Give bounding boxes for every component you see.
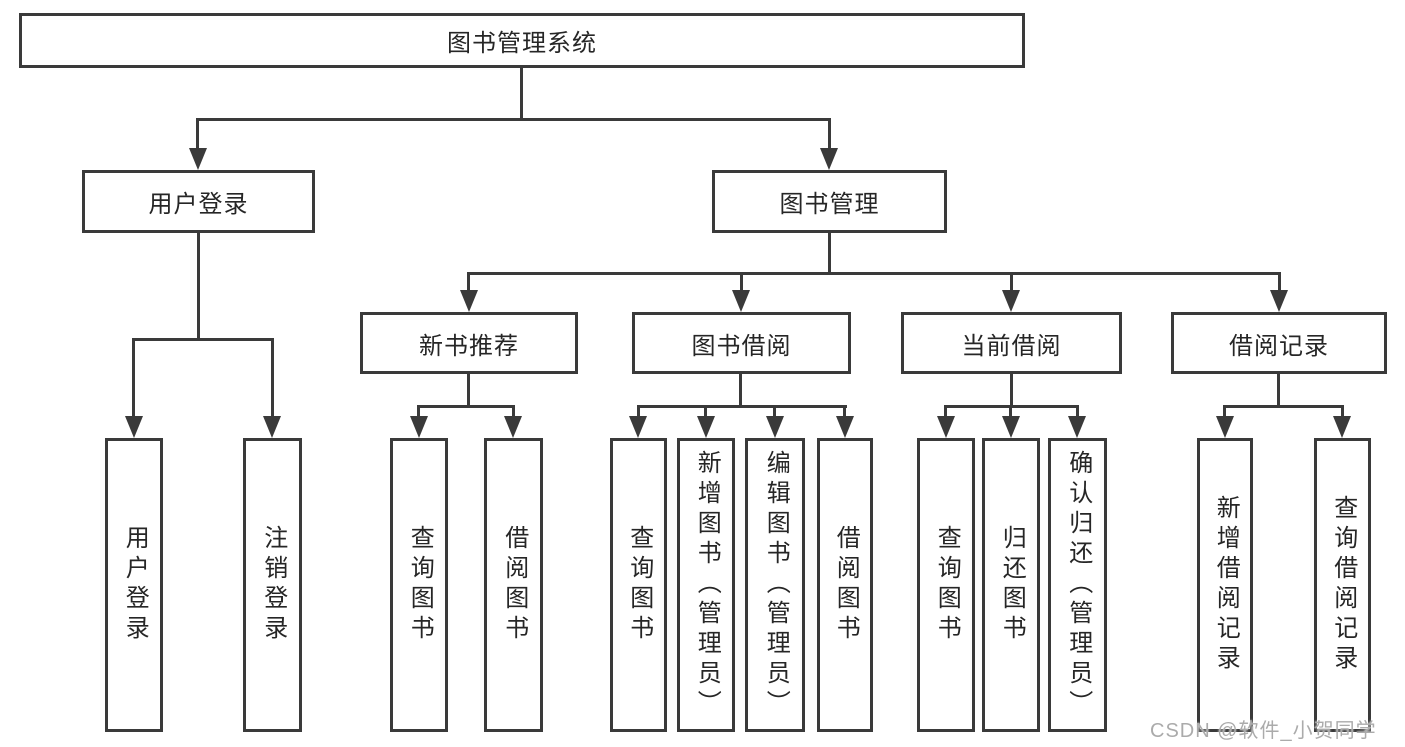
node-book-management: 图书管理 bbox=[712, 170, 947, 233]
connector-vline bbox=[417, 405, 420, 419]
node-leaf-br-add-record-label: 新增借阅记录 bbox=[1212, 495, 1240, 675]
node-leaf-br-query-record-label: 查询借阅记录 bbox=[1329, 495, 1357, 675]
connector-hline bbox=[417, 405, 515, 408]
node-root: 图书管理系统 bbox=[19, 13, 1025, 68]
connector-vline bbox=[1223, 405, 1226, 419]
connector-hline bbox=[637, 405, 847, 408]
node-current-borrow: 当前借阅 bbox=[901, 312, 1122, 374]
arrow-down-icon bbox=[263, 416, 281, 438]
arrow-down-icon bbox=[766, 416, 784, 438]
connector-vline bbox=[828, 118, 831, 151]
connector-vline bbox=[739, 374, 742, 408]
connector-vline bbox=[132, 338, 135, 418]
arrow-down-icon bbox=[937, 416, 955, 438]
connector-hline bbox=[132, 338, 274, 341]
node-leaf-br-add-record: 新增借阅记录 bbox=[1197, 438, 1253, 732]
arrow-down-icon bbox=[1002, 416, 1020, 438]
arrow-down-icon bbox=[410, 416, 428, 438]
connector-vline bbox=[1009, 405, 1012, 419]
node-user-login-group: 用户登录 bbox=[82, 170, 315, 233]
node-leaf-nb-borrow-book: 借阅图书 bbox=[484, 438, 543, 732]
node-leaf-nb-query-book: 查询图书 bbox=[390, 438, 448, 732]
connector-vline bbox=[944, 405, 947, 419]
connector-vline bbox=[1277, 374, 1280, 408]
arrow-down-icon bbox=[504, 416, 522, 438]
connector-vline bbox=[773, 405, 776, 419]
arrow-down-icon bbox=[1270, 290, 1288, 312]
node-book-borrow: 图书借阅 bbox=[632, 312, 851, 374]
arrow-down-icon bbox=[125, 416, 143, 438]
node-leaf-bb-borrow-book: 借阅图书 bbox=[817, 438, 873, 732]
connector-vline bbox=[467, 272, 470, 292]
connector-vline bbox=[1278, 272, 1281, 292]
node-leaf-bb-borrow-book-label: 借阅图书 bbox=[832, 525, 860, 645]
node-leaf-bb-edit-book: 编辑图书（管理员） bbox=[745, 438, 805, 732]
arrow-down-icon bbox=[732, 290, 750, 312]
arrow-down-icon bbox=[820, 148, 838, 170]
node-leaf-logout: 注销登录 bbox=[243, 438, 302, 732]
connector-vline bbox=[467, 374, 470, 408]
node-leaf-cb-confirm-return-label: 确认归还（管理员） bbox=[1064, 450, 1092, 720]
connector-vline bbox=[1341, 405, 1344, 419]
connector-vline bbox=[637, 405, 640, 419]
connector-vline bbox=[512, 405, 515, 419]
connector-hline bbox=[1223, 405, 1344, 408]
connector-vline bbox=[828, 233, 831, 275]
node-leaf-bb-query-book: 查询图书 bbox=[610, 438, 667, 732]
node-leaf-logout-label: 注销登录 bbox=[259, 525, 287, 645]
arrow-down-icon bbox=[1068, 416, 1086, 438]
arrow-down-icon bbox=[1216, 416, 1234, 438]
connector-vline bbox=[740, 272, 743, 292]
connector-vline bbox=[704, 405, 707, 419]
arrow-down-icon bbox=[1333, 416, 1351, 438]
arrow-down-icon bbox=[629, 416, 647, 438]
arrow-down-icon bbox=[189, 148, 207, 170]
arrow-down-icon bbox=[697, 416, 715, 438]
arrow-down-icon bbox=[460, 290, 478, 312]
node-leaf-bb-query-book-label: 查询图书 bbox=[625, 525, 653, 645]
node-leaf-br-query-record: 查询借阅记录 bbox=[1314, 438, 1371, 732]
node-leaf-bb-add-book-label: 新增图书（管理员） bbox=[693, 450, 721, 720]
connector-vline bbox=[520, 68, 523, 118]
node-leaf-cb-confirm-return: 确认归还（管理员） bbox=[1048, 438, 1107, 732]
node-leaf-nb-borrow-book-label: 借阅图书 bbox=[500, 525, 528, 645]
connector-vline bbox=[1010, 272, 1013, 292]
node-leaf-bb-edit-book-label: 编辑图书（管理员） bbox=[762, 450, 790, 720]
connector-vline bbox=[843, 405, 846, 419]
node-leaf-cb-query-book-label: 查询图书 bbox=[933, 525, 961, 645]
arrow-down-icon bbox=[836, 416, 854, 438]
node-leaf-bb-add-book: 新增图书（管理员） bbox=[677, 438, 735, 732]
node-leaf-cb-return-book-label: 归还图书 bbox=[998, 525, 1026, 645]
watermark-text: CSDN @软件_小贺同学 bbox=[1150, 720, 1377, 742]
connector-vline bbox=[196, 118, 199, 151]
connector-vline bbox=[197, 233, 200, 341]
connector-vline bbox=[1076, 405, 1079, 419]
connector-hline bbox=[196, 118, 831, 121]
node-new-book-recommend: 新书推荐 bbox=[360, 312, 578, 374]
connector-hline bbox=[467, 272, 1281, 275]
node-borrow-record: 借阅记录 bbox=[1171, 312, 1387, 374]
connector-vline bbox=[1010, 374, 1013, 408]
connector-vline bbox=[271, 338, 274, 418]
node-leaf-user-login: 用户登录 bbox=[105, 438, 163, 732]
node-leaf-cb-return-book: 归还图书 bbox=[982, 438, 1040, 732]
node-leaf-cb-query-book: 查询图书 bbox=[917, 438, 975, 732]
arrow-down-icon bbox=[1002, 290, 1020, 312]
node-leaf-user-login-label: 用户登录 bbox=[121, 525, 149, 645]
node-leaf-nb-query-book-label: 查询图书 bbox=[406, 525, 434, 645]
